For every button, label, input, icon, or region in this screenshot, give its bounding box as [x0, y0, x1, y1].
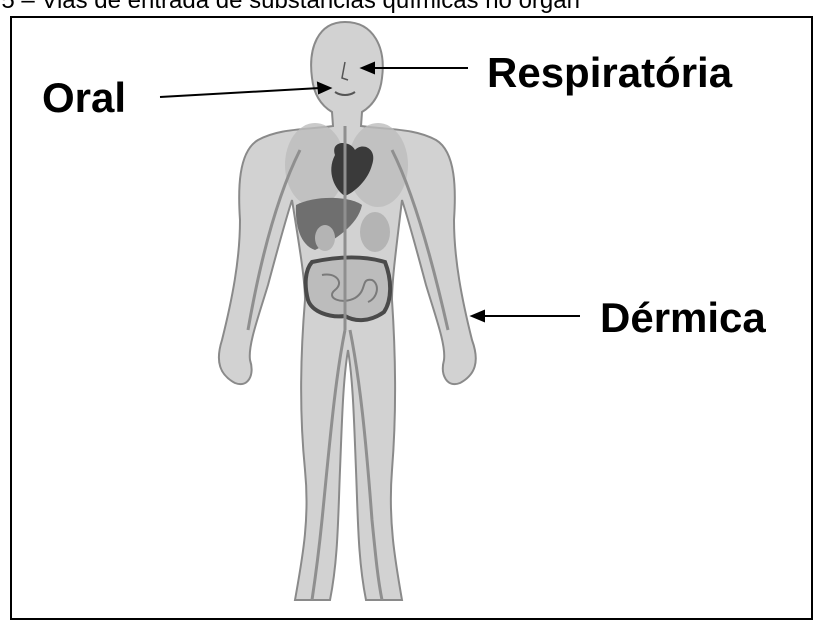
stomach [360, 212, 390, 252]
arrow-dermica [472, 311, 580, 321]
arrow-oral [160, 83, 330, 97]
label-dermica: Dérmica [600, 297, 766, 339]
label-oral: Oral [42, 77, 126, 119]
kidney [315, 225, 335, 251]
label-respiratoria: Respiratória [487, 52, 732, 94]
